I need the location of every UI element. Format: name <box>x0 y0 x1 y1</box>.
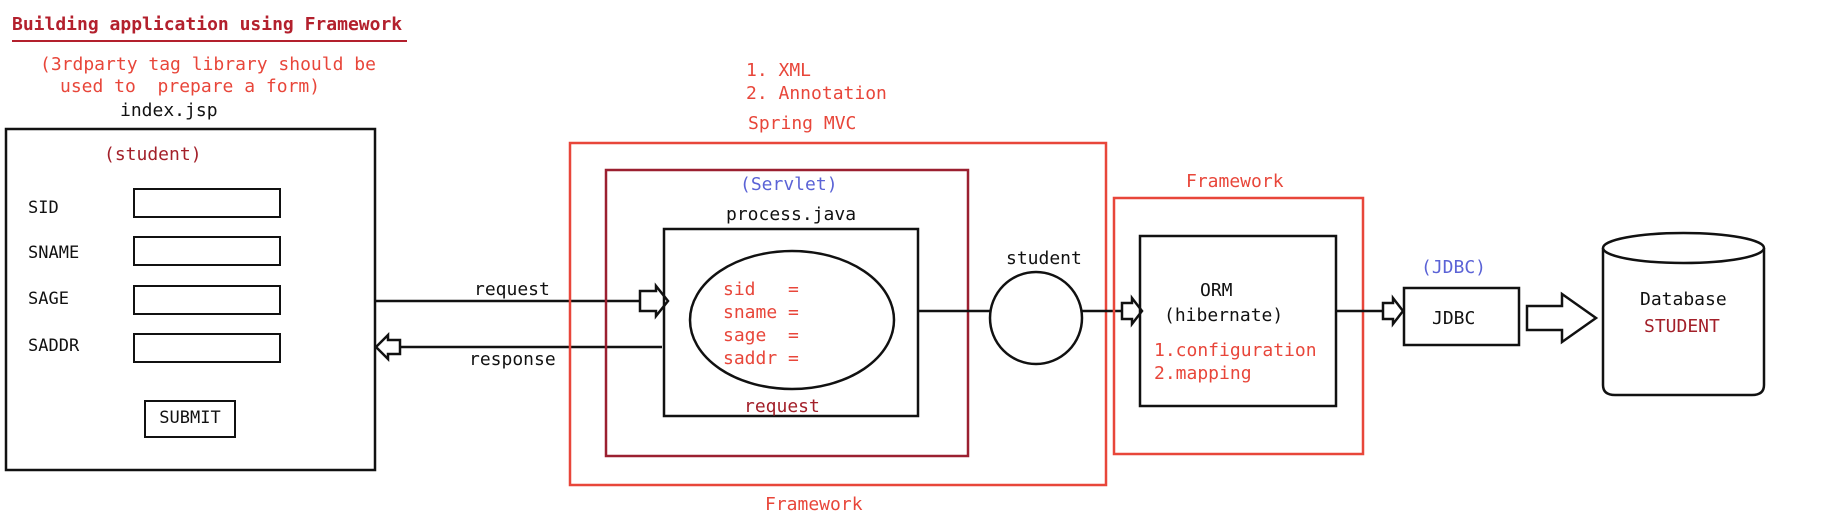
form-heading: (student) <box>104 144 202 165</box>
request-label: request <box>474 279 550 300</box>
config-item-xml: 1. XML <box>746 60 812 81</box>
ellipse-field-sid: sid = <box>723 279 799 300</box>
field-label-sname: SNAME <box>28 243 80 263</box>
saddr-input[interactable] <box>133 333 281 363</box>
framework-bottom-label: Framework <box>765 494 863 515</box>
inner-request-label: request <box>744 396 820 417</box>
form-box <box>4 127 377 472</box>
title-underline <box>12 40 407 42</box>
database-cylinder-body <box>1601 248 1766 397</box>
sage-input[interactable] <box>133 285 281 315</box>
hibernate-framework-box <box>1112 196 1365 456</box>
request-arrow-head <box>638 282 670 320</box>
diagram-title: Building application using Framework <box>12 14 403 35</box>
database-table-label: STUDENT <box>1644 316 1720 337</box>
request-ellipse <box>688 249 896 391</box>
submit-button[interactable]: SUBMIT <box>144 400 236 438</box>
process-java-label: process.java <box>726 204 857 225</box>
process-box <box>662 227 920 418</box>
field-label-sage: SAGE <box>28 289 69 309</box>
response-arrow-head <box>374 331 402 363</box>
orm-label: ORM <box>1200 280 1233 301</box>
student-circle <box>988 270 1084 366</box>
sid-input[interactable] <box>133 188 281 218</box>
database-cylinder-top <box>1601 231 1766 265</box>
ellipse-field-sage: sage = <box>723 325 799 346</box>
jdbc-box <box>1402 286 1521 347</box>
spring-mvc-box <box>568 141 1108 487</box>
config-item-annotation: 2. Annotation <box>746 83 887 104</box>
orm-item-configuration: 1.configuration <box>1154 340 1317 361</box>
orm-box <box>1138 234 1338 408</box>
hibernate-label: (hibernate) <box>1164 305 1284 326</box>
student-label: student <box>1006 248 1082 269</box>
spring-mvc-label: Spring MVC <box>748 113 857 134</box>
ellipse-field-sname: sname = <box>723 302 799 323</box>
orm-arrow-head <box>1120 294 1144 328</box>
servlet-box <box>604 168 970 458</box>
note-line-1: (3rdparty tag library should be <box>40 54 376 75</box>
field-label-sid: SID <box>28 198 59 218</box>
field-label-saddr: SADDR <box>28 336 80 356</box>
framework-top-label: Framework <box>1186 171 1284 192</box>
index-jsp-label: index.jsp <box>120 100 218 121</box>
database-label: Database <box>1640 289 1727 310</box>
jdbc-to-database-arrow <box>1525 291 1599 345</box>
note-line-2: used to prepare a form) <box>60 76 321 97</box>
orm-item-mapping: 2.mapping <box>1154 363 1252 384</box>
sname-input[interactable] <box>133 236 281 266</box>
jdbc-box-label: JDBC <box>1432 308 1476 329</box>
response-label: response <box>469 349 556 370</box>
ellipse-field-saddr: saddr = <box>723 348 799 369</box>
jdbc-arrow-head <box>1381 294 1405 328</box>
jdbc-paren-label: (JDBC) <box>1421 257 1487 278</box>
servlet-label: (Servlet) <box>740 174 838 195</box>
